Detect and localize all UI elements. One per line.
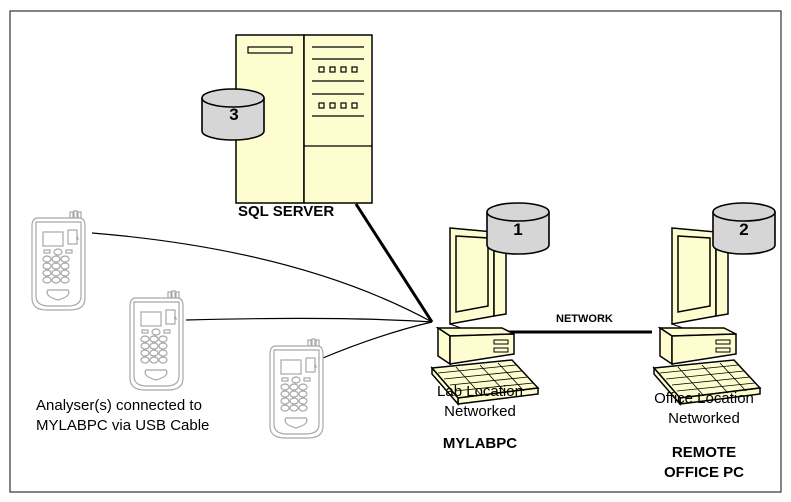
diagram-frame [9,10,782,493]
sql-server-label: SQL SERVER [238,203,335,220]
remote-db-badge: 2 [739,220,749,239]
lab-location-line1: Lab Location [437,383,523,400]
analyser-caption-line2: MYLABPC via USB Cable [36,417,210,434]
analyser-device-2-icon [129,290,184,391]
analyser-device-3-icon [269,338,324,439]
remote-pc-name-line2: OFFICE PC [663,464,744,481]
network-label: NETWORK [556,313,613,325]
sql-db-badge: 3 [229,105,239,124]
lab-pc-name: MYLABPC [442,435,518,452]
remote-location-line2: Networked [668,410,740,427]
lab-location-line2: Networked [444,403,516,420]
analyser-device-1-icon [31,210,86,311]
remote-location-line1: Office Location [654,390,754,407]
connection-lines [91,203,652,361]
lab-db-badge: 1 [513,220,523,239]
analyser-caption-line1: Analyser(s) connected to [36,397,202,414]
sql-server-icon [235,34,373,204]
remote-pc-name-line1: REMOTE [671,444,737,461]
